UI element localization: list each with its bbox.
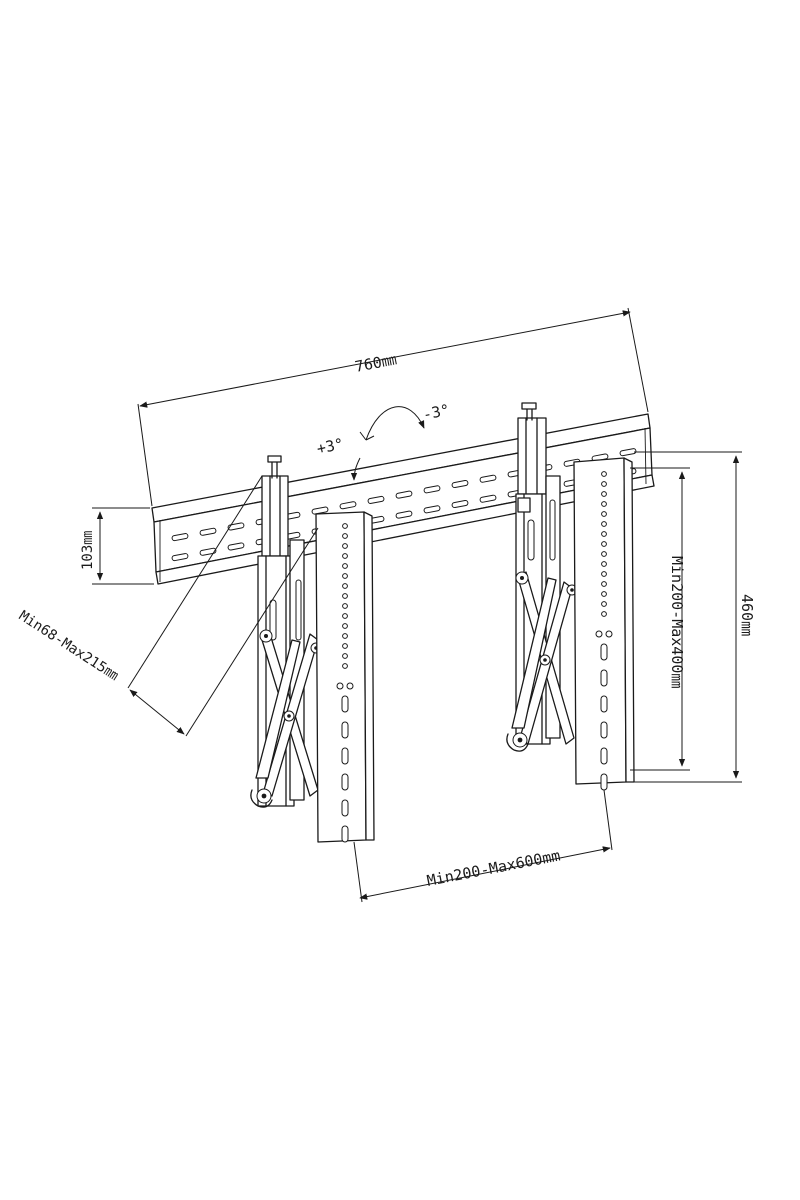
plate-slot [600, 773, 608, 791]
plate-slot [600, 747, 608, 765]
slot-upper [423, 485, 441, 494]
right-vertical-plate [573, 457, 635, 791]
plate-slot [341, 799, 349, 817]
plate-hole [342, 623, 348, 629]
plate-hole [601, 611, 607, 617]
plate-slot [600, 695, 608, 713]
slot-lower [423, 505, 441, 514]
slot-upper [367, 495, 385, 504]
plate-hole [601, 521, 607, 527]
slot-lower [479, 494, 497, 503]
rail-slots [171, 448, 637, 562]
plate-hole [601, 551, 607, 557]
plate-hole [601, 601, 607, 607]
plate-hole [342, 553, 348, 559]
tilt-forward-label: +3° [315, 435, 345, 458]
slot-lower [395, 510, 413, 519]
plate-slot [341, 695, 349, 713]
plate-hole [342, 613, 348, 619]
left-arm-assembly [250, 455, 322, 808]
plate-hole [342, 633, 348, 639]
dimension-plate-height: 460㎜ [634, 451, 756, 783]
plate-slot [341, 773, 349, 791]
plate-slot [600, 669, 608, 687]
slot-upper [171, 533, 189, 542]
slot-upper [227, 522, 245, 531]
plate-hole [342, 583, 348, 589]
slot-lower [451, 500, 469, 509]
plate-hole [601, 571, 607, 577]
plate-hole [342, 663, 348, 669]
slot-lower [227, 542, 245, 551]
slot-upper [199, 527, 217, 536]
dimension-vertical-spacing: Min200-Max400㎜ [630, 467, 690, 771]
plate-hole [342, 593, 348, 599]
plate-hole [342, 523, 348, 529]
tilt-indicator: +3° -3° [315, 401, 451, 481]
vertical-spacing-label: Min200-Max400㎜ [668, 556, 686, 688]
slot-upper [479, 474, 497, 483]
plate-hole [342, 533, 348, 539]
left-plate-holes [336, 523, 354, 843]
plate-slot [341, 825, 349, 843]
width-label: 760㎜ [353, 350, 398, 376]
plate-hole [601, 591, 607, 597]
plate-slot [341, 747, 349, 765]
plate-hole [601, 581, 607, 587]
plate-hole [601, 491, 607, 497]
plate-hole [601, 561, 607, 567]
plate-hole [342, 653, 348, 659]
plate-hole [601, 501, 607, 507]
plate-hole [342, 643, 348, 649]
left-vertical-plate [315, 511, 375, 843]
slot-upper [451, 480, 469, 489]
plate-hole [342, 573, 348, 579]
plate-hole [342, 543, 348, 549]
plate-height-label: 460㎜ [738, 594, 756, 636]
height-label: 103㎜ [80, 531, 96, 570]
depth-label: Min68-Max215㎜ [16, 608, 121, 684]
slot-lower [199, 547, 217, 556]
plate-hole [342, 563, 348, 569]
slot-upper [311, 506, 329, 515]
plate-hole [601, 511, 607, 517]
slot-upper [339, 501, 357, 510]
right-plate-holes [595, 471, 613, 791]
plate-slot [600, 643, 608, 661]
plate-hole [601, 471, 607, 477]
plate-hole [601, 531, 607, 537]
tilt-backward-label: -3° [421, 401, 451, 424]
slot-upper [619, 448, 637, 457]
slot-lower [171, 553, 189, 562]
dimension-height: 103㎜ [80, 507, 154, 585]
right-arm-assembly [506, 402, 578, 752]
plate-slot [341, 721, 349, 739]
horizontal-spacing-label: Min200-Max600mm [425, 846, 561, 890]
slot-upper [395, 490, 413, 499]
plate-hole [342, 603, 348, 609]
plate-hole [601, 481, 607, 487]
dimension-horizontal-spacing: Min200-Max600mm [353, 789, 613, 903]
plate-slot [600, 721, 608, 739]
plate-hole [601, 541, 607, 547]
